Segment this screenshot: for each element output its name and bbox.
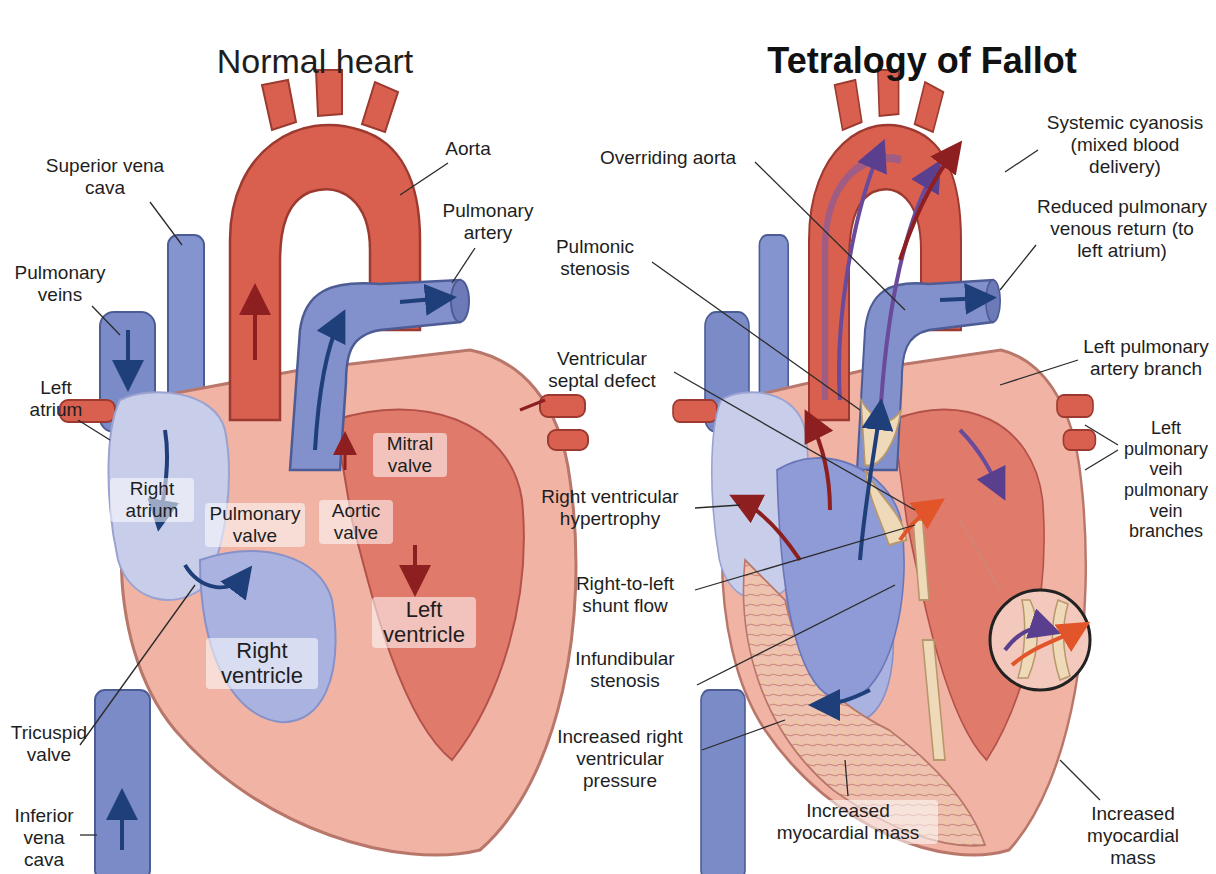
anatomy-label: Aortic valve <box>319 500 393 544</box>
anatomy-label: Increased right ventricular pressure <box>540 726 700 792</box>
anatomy-label: Increased myocardial mass <box>758 800 938 844</box>
anatomy-label: Left atrium <box>16 377 96 421</box>
panel-heading: Tetralogy of Fallot <box>712 40 1132 81</box>
anatomy-label: Systemic cyanosis (mixed blood delivery) <box>1039 112 1211 178</box>
anatomy-label: Mitral valve <box>373 433 447 477</box>
anatomy-label: Pulmonary artery <box>428 200 548 244</box>
panel-heading: Normal heart <box>155 42 475 81</box>
anatomy-label: Left pulmonary veih pulmonary vein branc… <box>1120 418 1212 542</box>
anatomy-label: Pulmonary veins <box>4 262 116 306</box>
anatomy-label: Inferior vena cava <box>6 805 82 871</box>
anatomy-label: Right ventricular hypertrophy <box>500 486 720 530</box>
anatomy-label: Right-to-left shunt flow <box>558 573 693 617</box>
anatomy-label: Superior vena cava <box>40 155 170 199</box>
anatomy-label: Increased myocardial mass <box>1063 803 1203 869</box>
anatomy-label: Left pulmonary artery branch <box>1081 336 1211 380</box>
anatomy-label: Left ventricle <box>372 597 476 648</box>
anatomy-label: Reduced pulmonary venous return (to left… <box>1036 196 1208 262</box>
anatomy-label: Aorta <box>428 138 508 160</box>
anatomy-label: Tricuspid valve <box>3 722 95 766</box>
anatomy-label: Overriding aorta <box>583 147 753 169</box>
anatomy-label: Infundibular stenosis <box>555 648 695 692</box>
anatomy-label: Right atrium <box>110 478 194 522</box>
anatomy-label: Ventricular septal defect <box>532 348 672 392</box>
anatomy-label: Pulmonic stenosis <box>540 236 650 280</box>
anatomy-label: Right ventricle <box>206 638 318 689</box>
anatomy-label: Pulmonary valve <box>205 503 305 547</box>
